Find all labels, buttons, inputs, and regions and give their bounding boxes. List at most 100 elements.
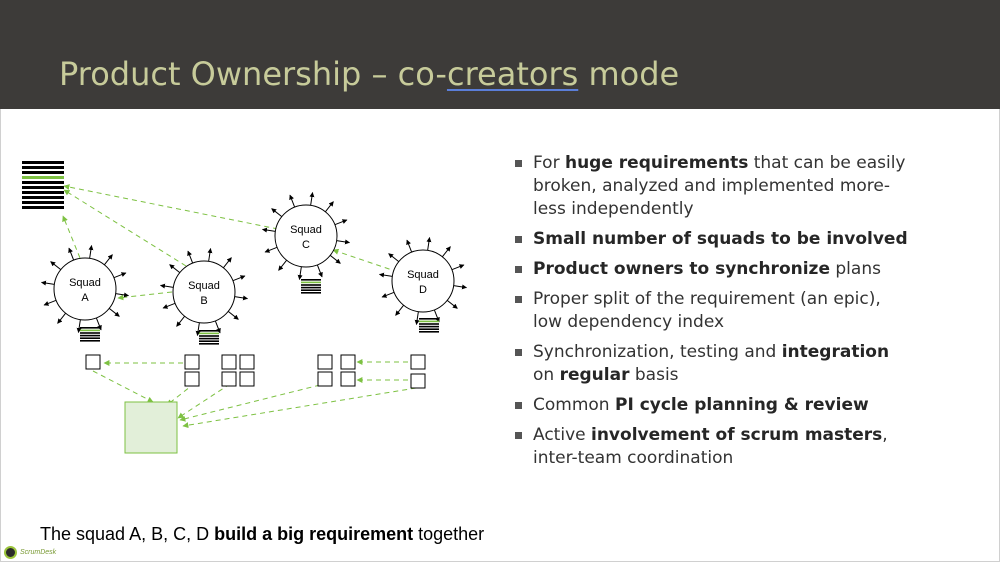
shared-backlog-icon — [22, 161, 64, 209]
squad-output-arrow — [115, 292, 130, 298]
squad-output-arrow — [297, 266, 303, 281]
squad-output-arrow — [426, 236, 432, 251]
bullet-text: basis — [629, 365, 679, 385]
bullet-emphasis: huge requirements — [564, 153, 749, 173]
bullet-item: Product owners to synchronize plans — [515, 258, 915, 281]
squad-letter: D — [419, 284, 427, 296]
squad-output-arrow — [95, 317, 102, 331]
company-logo: ScrumDesk — [4, 546, 56, 559]
squad-label: Squad — [290, 224, 322, 236]
slide-header: Product Ownership – co-creators mode — [0, 0, 1000, 109]
squad-output-arrow — [378, 272, 393, 278]
dependency-arrows — [62, 184, 417, 429]
task-box — [239, 354, 255, 370]
bullet-text: Common — [533, 395, 615, 415]
bullet-text: that can be easily broken, analyzed and … — [533, 153, 906, 219]
squad-label: Squad — [69, 277, 101, 289]
squad-output-arrow — [324, 201, 334, 213]
dependency-arrow — [63, 189, 187, 267]
squad-output-arrow — [162, 302, 176, 309]
squad-label: Squad — [188, 280, 220, 292]
bullet-list: For huge requirements that can be easily… — [515, 152, 915, 477]
caption-bold: build a big requirement — [214, 524, 414, 544]
task-box — [340, 354, 356, 370]
backlog-line — [22, 176, 64, 179]
squad-output-arrow — [334, 219, 348, 226]
squad-output-arrow — [57, 312, 67, 324]
backlog-line — [22, 206, 64, 209]
logo-mark-icon — [4, 546, 17, 559]
bullet-item: Proper split of the requirement (an epic… — [515, 288, 915, 334]
squad-output-arrow — [169, 264, 181, 274]
squad-output-arrow — [388, 253, 400, 263]
backlog-line — [22, 161, 64, 164]
task-box — [184, 354, 200, 370]
task-box — [239, 371, 255, 387]
task-box — [221, 371, 237, 387]
task-box — [317, 354, 333, 370]
squad-output-arrow — [271, 208, 283, 218]
squad-output-arrow — [329, 254, 341, 264]
squad-output-arrow — [441, 246, 451, 258]
squad-output-arrow — [289, 194, 296, 208]
task-boxes — [85, 354, 426, 454]
squad-backlog-icon — [80, 327, 100, 342]
bullet-emphasis: involvement of scrum masters — [591, 425, 883, 445]
task-box — [410, 373, 426, 389]
squad-output-arrow — [309, 191, 315, 206]
squad-letter: B — [200, 295, 207, 307]
backlog-line — [22, 186, 64, 189]
caption-part-2: together — [413, 524, 485, 544]
squad-output-arrow — [76, 319, 82, 334]
dependency-arrow — [332, 248, 399, 273]
bullet-text: Active — [533, 425, 591, 445]
squad-output-arrow — [40, 280, 55, 286]
backlog-line — [22, 181, 64, 184]
squad-output-arrow — [406, 239, 413, 253]
squad-label: Squad — [407, 269, 439, 281]
squad-circle — [53, 257, 117, 321]
squad-output-arrow — [381, 291, 395, 298]
squad-output-arrow — [261, 227, 276, 233]
squad-output-arrow — [232, 275, 246, 282]
bullet-text: Synchronization, testing and — [533, 342, 782, 362]
squad-output-arrow — [187, 250, 194, 264]
bullet-text: plans — [829, 259, 881, 279]
backlog-line — [22, 201, 64, 204]
squad-output-arrow — [176, 315, 186, 327]
squad-output-arrow — [278, 259, 288, 271]
squad-output-arrow — [316, 264, 323, 278]
bullet-item: Small number of squads to be involved — [515, 228, 915, 251]
squad-letter: C — [302, 239, 310, 251]
dependency-arrow — [177, 383, 231, 419]
squad-output-arrow — [207, 247, 213, 262]
squad-output-arrow — [103, 254, 113, 266]
squad-backlog-icon — [419, 318, 439, 333]
squad-letter: A — [81, 292, 89, 304]
squad-output-arrow — [451, 264, 465, 271]
squad-output-arrow — [108, 307, 120, 317]
squad-output-arrow — [159, 283, 174, 289]
title-part-2: mode — [578, 55, 680, 93]
squad-output-arrow — [68, 247, 75, 261]
dependency-arrow — [182, 387, 417, 429]
squad-backlog-icon — [301, 279, 321, 294]
bullet-emphasis: PI cycle planning & review — [614, 395, 869, 415]
dependency-arrow — [63, 184, 279, 230]
caption: The squad A, B, C, D build a big require… — [40, 524, 484, 545]
squad-output-arrow — [414, 311, 420, 326]
caption-part-1: The squad A, B, C, D — [40, 524, 215, 544]
squad-output-arrow — [222, 257, 232, 269]
bullet-item: For huge requirements that can be easily… — [515, 152, 915, 221]
squad-output-arrow — [43, 299, 57, 306]
backlog-line — [22, 196, 64, 199]
squad-output-arrow — [264, 246, 278, 253]
task-box — [184, 371, 200, 387]
squad-output-arrow — [234, 295, 249, 301]
squad-output-arrow — [227, 310, 239, 320]
task-box — [340, 371, 356, 387]
